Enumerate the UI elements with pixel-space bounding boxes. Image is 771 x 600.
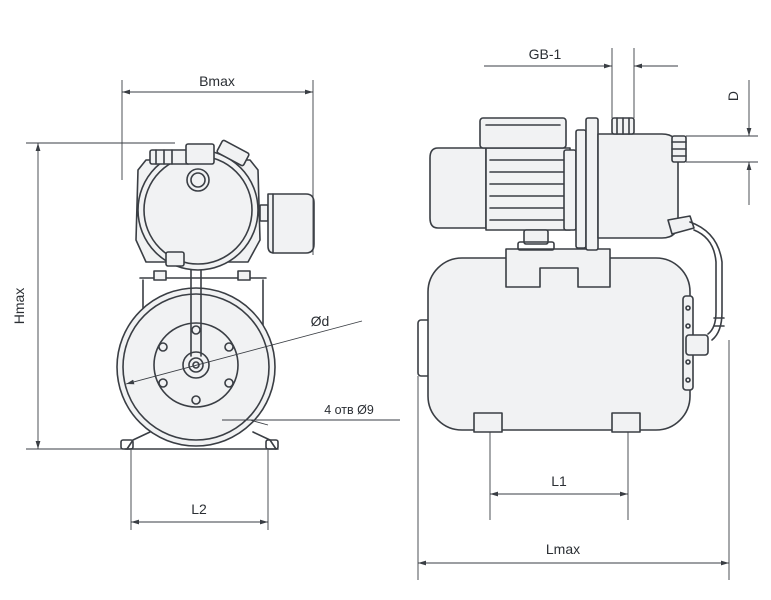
side-view — [417, 48, 758, 580]
gb1-label: GB-1 — [529, 46, 562, 62]
l2-dimension — [130, 450, 269, 530]
l2-label: L2 — [191, 501, 207, 517]
lmax-label: Lmax — [546, 541, 580, 557]
side-bracket — [505, 248, 611, 288]
hmax-dimension — [26, 142, 175, 450]
lmax-dimension — [417, 340, 730, 580]
front-base — [120, 431, 279, 450]
side-motor — [429, 117, 577, 251]
gb1-dimension — [484, 48, 678, 118]
d-dimension — [686, 80, 758, 205]
l1-label: L1 — [551, 473, 567, 489]
side-tank — [417, 257, 709, 433]
l1-dimension — [489, 432, 629, 520]
od-leader — [125, 320, 363, 385]
holes-leader — [222, 419, 400, 426]
bmax-label: Bmax — [199, 73, 235, 89]
front-pump — [135, 139, 315, 271]
holes-label: 4 отв Ø9 — [324, 403, 374, 417]
side-pump-head — [575, 117, 695, 251]
front-view — [26, 80, 400, 530]
bmax-dimension — [121, 80, 314, 255]
side-hose — [689, 221, 725, 341]
front-tank — [116, 287, 276, 447]
d-label: D — [725, 91, 741, 101]
hmax-label: Hmax — [11, 288, 27, 325]
od-label: Ød — [311, 313, 330, 329]
